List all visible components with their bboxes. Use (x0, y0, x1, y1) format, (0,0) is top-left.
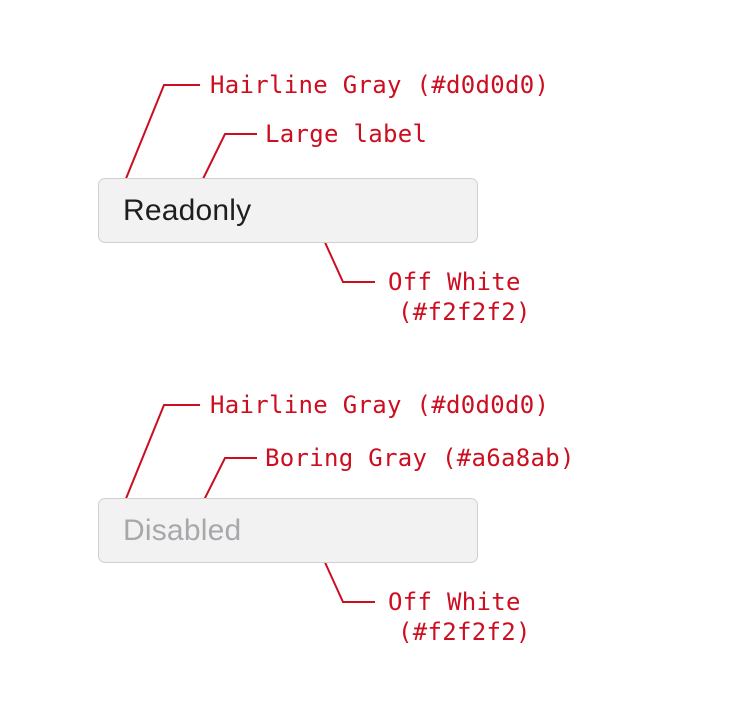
callout-disabled-background-line1: Off White (388, 588, 521, 616)
callout-readonly-label: Large label (265, 120, 428, 148)
readonly-input[interactable]: Readonly (98, 178, 478, 243)
callout-readonly-background-line2: (#f2f2f2) (398, 298, 531, 326)
callout-disabled-border: Hairline Gray (#d0d0d0) (210, 391, 550, 419)
disabled-input-value: Disabled (123, 513, 242, 547)
readonly-input-value: Readonly (123, 193, 252, 227)
leader-line-readonly-border (124, 84, 200, 182)
leader-line-disabled-border (124, 404, 200, 502)
callout-readonly-background-line1: Off White (388, 268, 521, 296)
callout-readonly-border: Hairline Gray (#d0d0d0) (210, 71, 550, 99)
disabled-input: Disabled (98, 498, 478, 563)
callout-disabled-background-line2: (#f2f2f2) (398, 618, 531, 646)
callout-disabled-text: Boring Gray (#a6a8ab) (265, 444, 575, 472)
